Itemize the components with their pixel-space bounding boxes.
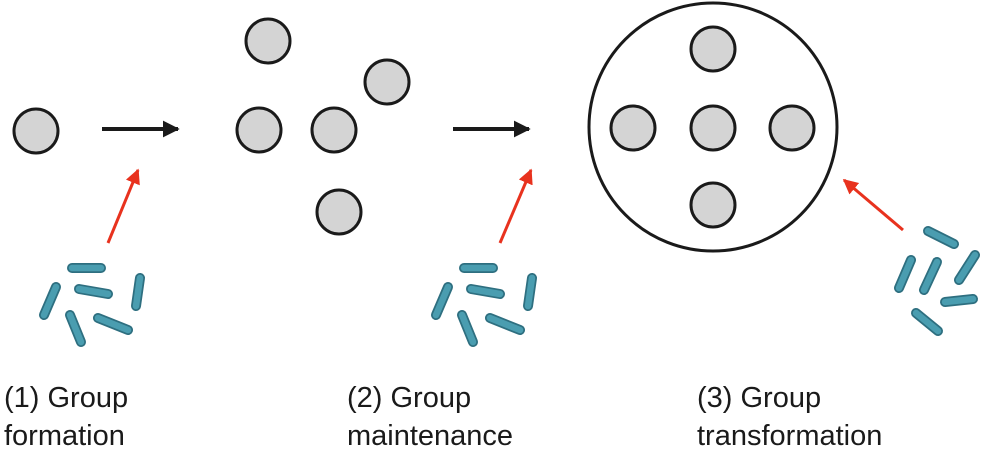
cell-circle <box>235 106 283 154</box>
bacteria-rod <box>40 283 60 319</box>
stage-2-label-line2: maintenance <box>347 420 514 452</box>
stage-1-label: (1) Group formation <box>4 379 128 455</box>
bacteria-rod <box>941 295 977 306</box>
bacteria-rod <box>486 314 524 334</box>
group-boundary <box>587 1 839 253</box>
bacteria-rod <box>924 227 958 248</box>
stage-2-cells <box>235 17 411 236</box>
stage-2-label: (2) Group maintenance <box>347 379 513 455</box>
stage-3-group <box>587 1 839 253</box>
bacteria-rod <box>132 274 144 310</box>
bacteria-rod <box>912 309 942 335</box>
bacteria-cluster-icon <box>894 226 980 336</box>
bacteria-influence-arrow-2 <box>498 168 533 244</box>
bacteria-rod <box>66 311 85 346</box>
bacteria-rod <box>432 283 452 319</box>
cell-circle <box>768 104 816 152</box>
bacteria-rod <box>75 285 112 298</box>
cell-circle <box>363 58 411 106</box>
bacteria-influence-arrow-3 <box>842 178 904 232</box>
bacteria-rod <box>895 256 915 292</box>
bacteria-rod <box>467 285 504 298</box>
bacteria-rod <box>458 311 477 346</box>
cell-circle <box>689 104 737 152</box>
cell-circle <box>609 104 657 152</box>
stage-1-label-line1: (1) Group <box>4 382 129 414</box>
cell-circle <box>315 188 363 236</box>
bacteria-cluster-icon <box>431 263 537 347</box>
stage-2-label-line1: (2) Group <box>347 382 472 414</box>
bacteria-rod <box>94 314 132 334</box>
stage-3-label-line1: (3) Group <box>697 382 822 414</box>
bacteria-rod <box>955 251 979 284</box>
bacteria-cluster-icon <box>39 263 145 347</box>
stage-3-label: (3) Group transformation <box>697 379 882 455</box>
cell-circle <box>689 25 737 73</box>
cell-circle <box>12 107 60 155</box>
cell-circle <box>310 106 358 154</box>
cell-circle <box>689 181 737 229</box>
stage-1-cells <box>12 107 60 155</box>
bacteria-rod <box>524 274 536 310</box>
bacteria-influence-arrow-1 <box>106 168 140 244</box>
cell-circle <box>244 17 292 65</box>
stage-3-label-line2: transformation <box>697 420 883 452</box>
stage-1-label-line2: formation <box>4 420 125 452</box>
bacteria-rod <box>920 258 941 294</box>
